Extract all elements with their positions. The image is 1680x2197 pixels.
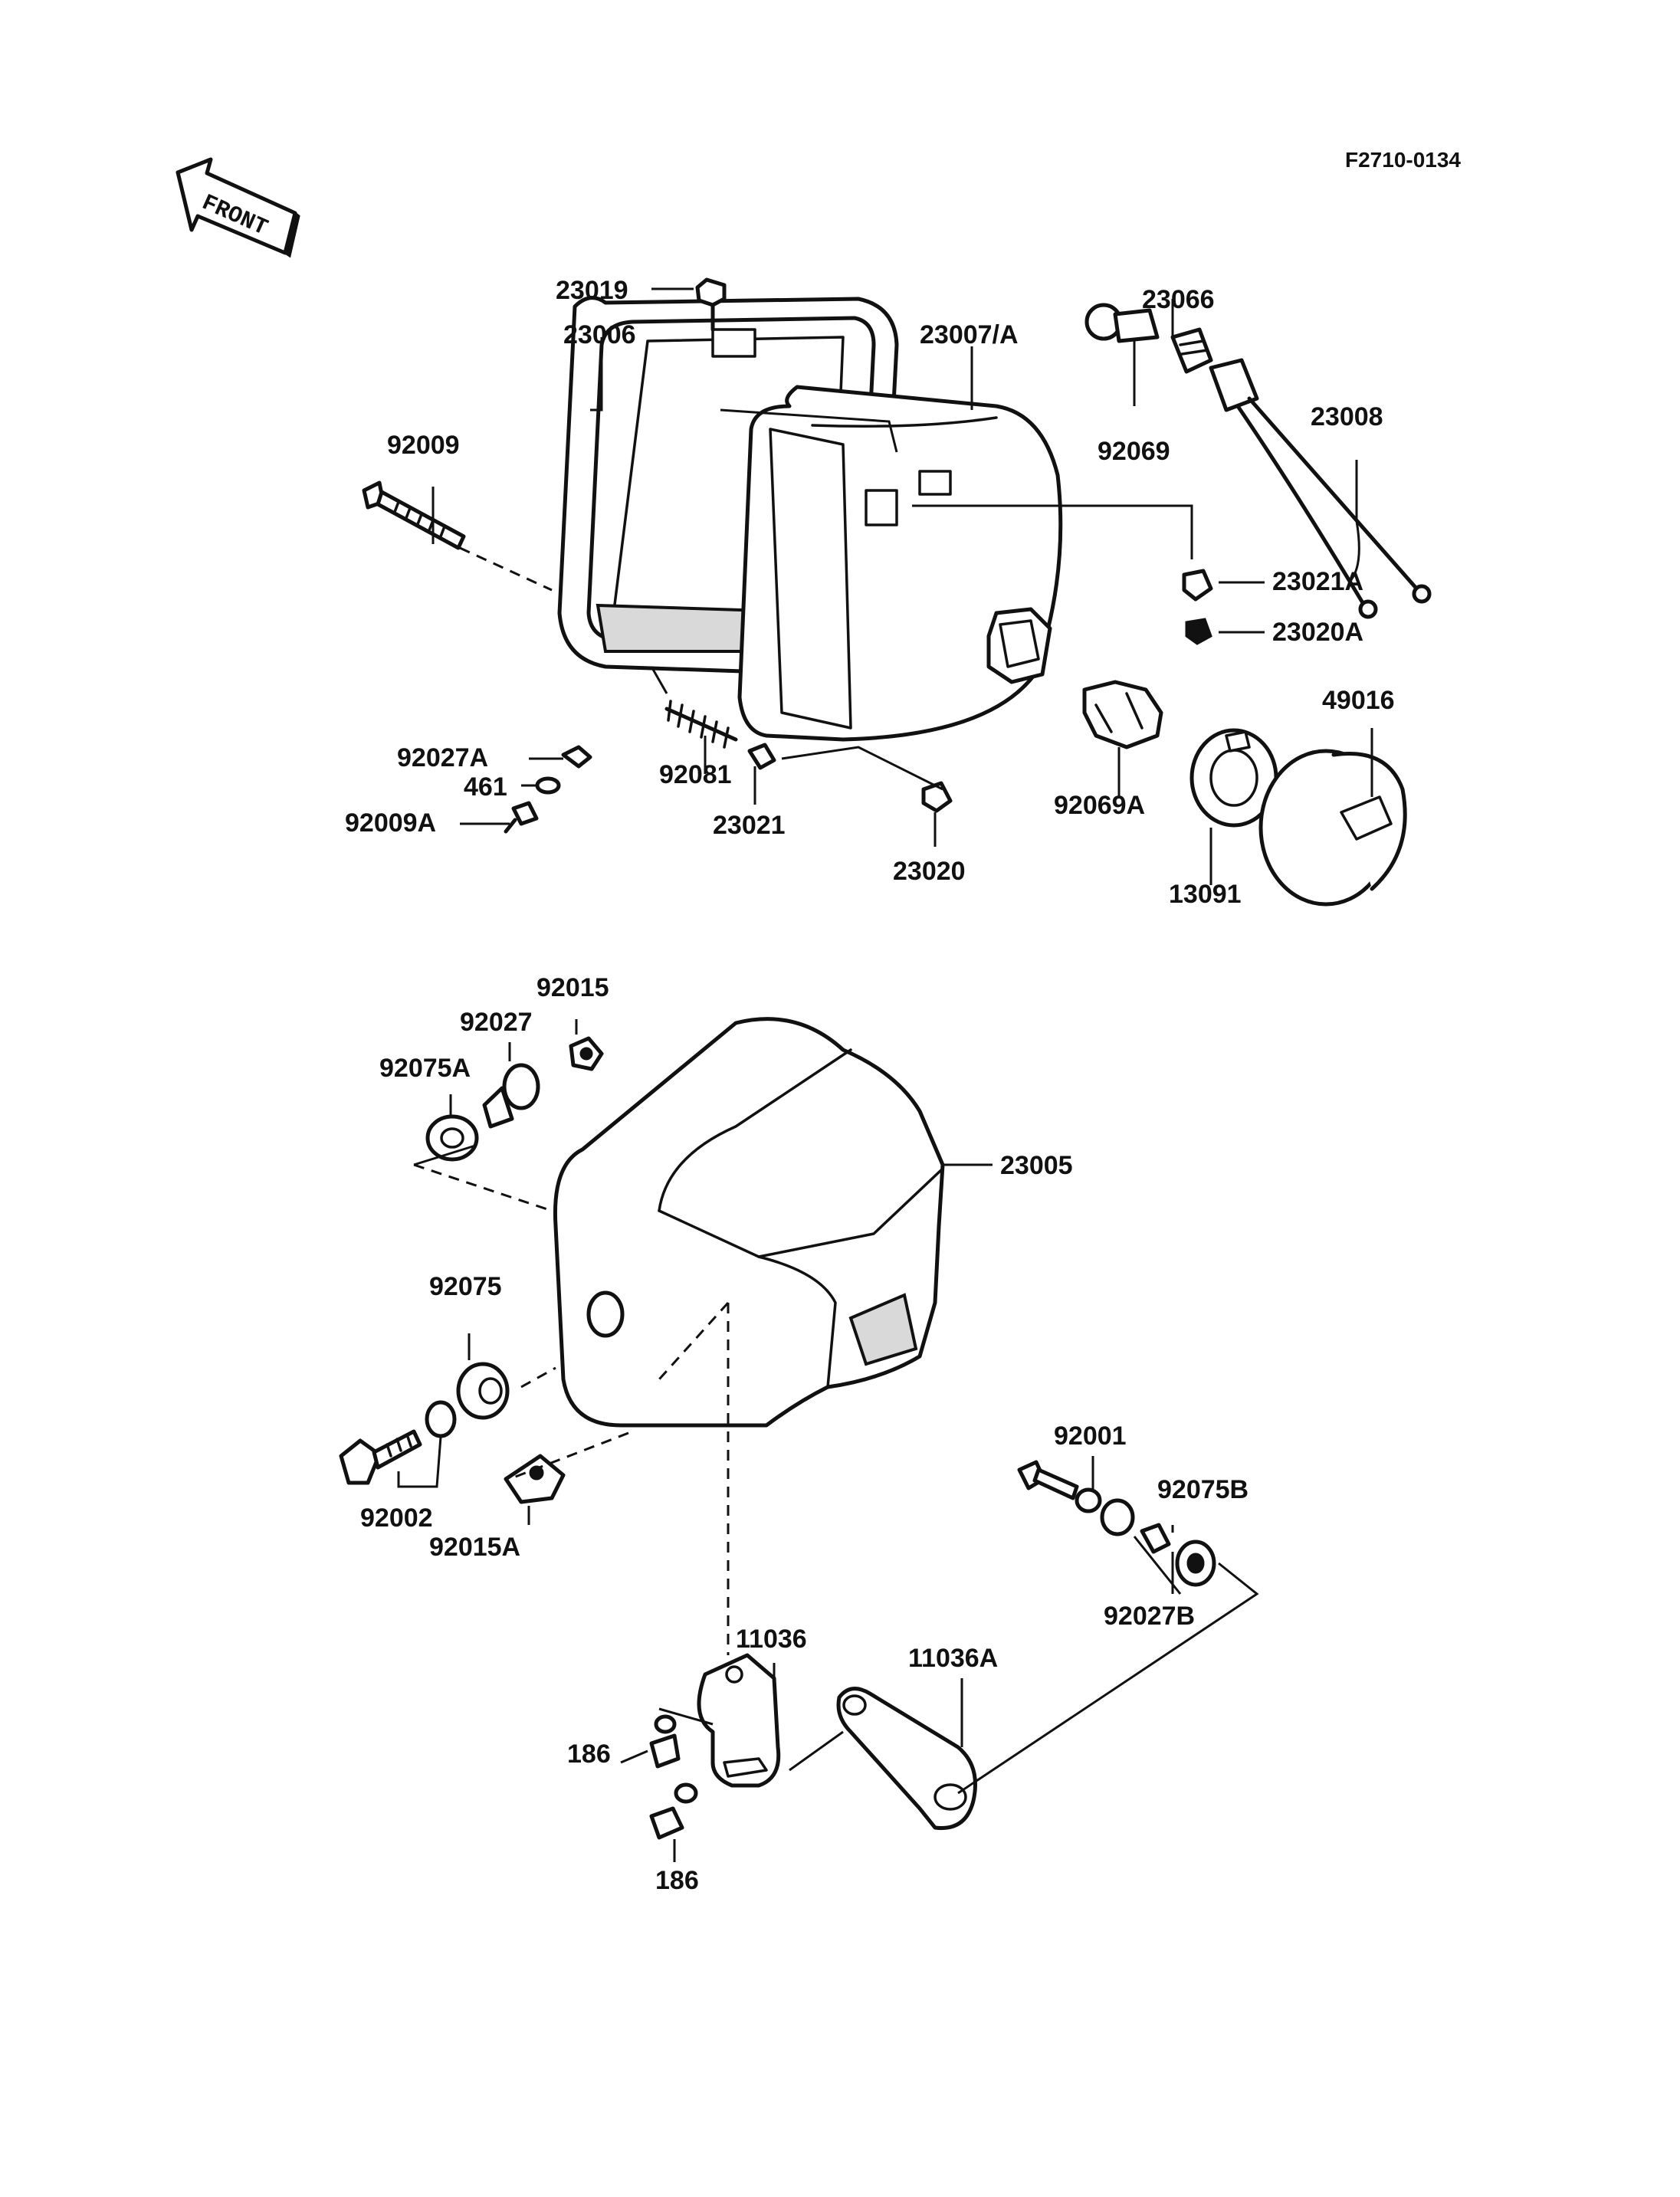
label-92015a: 92015A: [429, 1533, 520, 1562]
washer-461: [535, 776, 561, 795]
label-11036a: 11036A: [908, 1644, 998, 1673]
label-92075: 92075: [429, 1272, 502, 1301]
label-11036: 11036: [736, 1625, 807, 1654]
collar-92027b: [1140, 1523, 1171, 1554]
bracket-11036a: [836, 1687, 977, 1831]
screw-186-upper: [649, 1714, 681, 1769]
label-92015: 92015: [536, 973, 609, 1002]
nut-23021: [747, 743, 776, 770]
label-92002: 92002: [360, 1503, 433, 1533]
label-23008: 23008: [1311, 402, 1383, 431]
label-23021a: 23021A: [1272, 567, 1363, 596]
washer-92001-small: [1075, 1487, 1102, 1513]
dust-cover-49016: [1258, 749, 1407, 907]
screw-186-lower: [649, 1782, 698, 1840]
label-92075b: 92075B: [1157, 1475, 1249, 1504]
screw-92009: [362, 480, 466, 550]
label-23066: 23066: [1142, 285, 1215, 314]
label-92069: 92069: [1098, 437, 1170, 466]
clip-23066: [1170, 327, 1213, 374]
nut-92015: [569, 1036, 604, 1071]
label-13091: 13091: [1169, 880, 1242, 909]
washer-92002: [425, 1400, 457, 1438]
grommet-92075b: [1175, 1540, 1216, 1587]
label-23005: 23005: [1000, 1151, 1073, 1180]
screw-23019: [695, 277, 727, 332]
label-186-upper: 186: [567, 1740, 611, 1769]
clip-nut-92015a: [504, 1454, 566, 1504]
headlight-housing-23005: [553, 1017, 945, 1428]
wire-23008: [1209, 358, 1432, 619]
front-direction-arrow: FRONT: [176, 157, 300, 258]
label-23020a: 23020A: [1272, 618, 1363, 647]
nut-23021a: [1182, 569, 1213, 602]
grommet-92075a: [425, 1114, 479, 1162]
spring-92081: [664, 700, 738, 749]
label-92009a: 92009A: [345, 808, 436, 838]
part-labels: 23019 23006 23007/A 23066 23008 92069 92…: [345, 276, 1395, 1895]
label-92027a: 92027A: [397, 743, 488, 772]
nut-23020: [921, 781, 953, 813]
grommet-92075: [456, 1362, 510, 1420]
collar-92027a: [561, 745, 592, 769]
label-92027: 92027: [460, 1008, 533, 1037]
label-92075a: 92075A: [379, 1054, 471, 1083]
label-23021: 23021: [713, 811, 786, 840]
label-186-lower: 186: [655, 1866, 699, 1895]
label-23007a: 23007/A: [920, 320, 1019, 349]
bolt-92002: [339, 1429, 422, 1485]
bolt-92001: [1017, 1460, 1079, 1500]
washer-92001-large: [1100, 1498, 1135, 1536]
label-92081: 92081: [659, 760, 732, 789]
bracket-11036: [697, 1653, 781, 1788]
label-49016: 49016: [1322, 686, 1395, 715]
bulb-92069a: [1082, 680, 1163, 749]
label-92001: 92001: [1054, 1421, 1127, 1451]
label-23020: 23020: [893, 857, 966, 886]
label-23019: 23019: [556, 276, 628, 305]
label-23006: 23006: [563, 320, 636, 349]
nut-23020a: [1185, 618, 1212, 645]
label-92027b: 92027B: [1104, 1602, 1195, 1631]
figure-reference: F2710-0134: [1345, 148, 1461, 172]
screw-92009a: [504, 801, 539, 834]
label-461: 461: [464, 772, 507, 802]
leader-lines: [397, 287, 1373, 1862]
headlight-unit-23007: [737, 385, 1063, 742]
collar-92027: [482, 1063, 540, 1129]
label-92069a: 92069A: [1054, 791, 1145, 820]
label-92009: 92009: [387, 431, 460, 460]
bulb-92069: [1084, 303, 1160, 343]
